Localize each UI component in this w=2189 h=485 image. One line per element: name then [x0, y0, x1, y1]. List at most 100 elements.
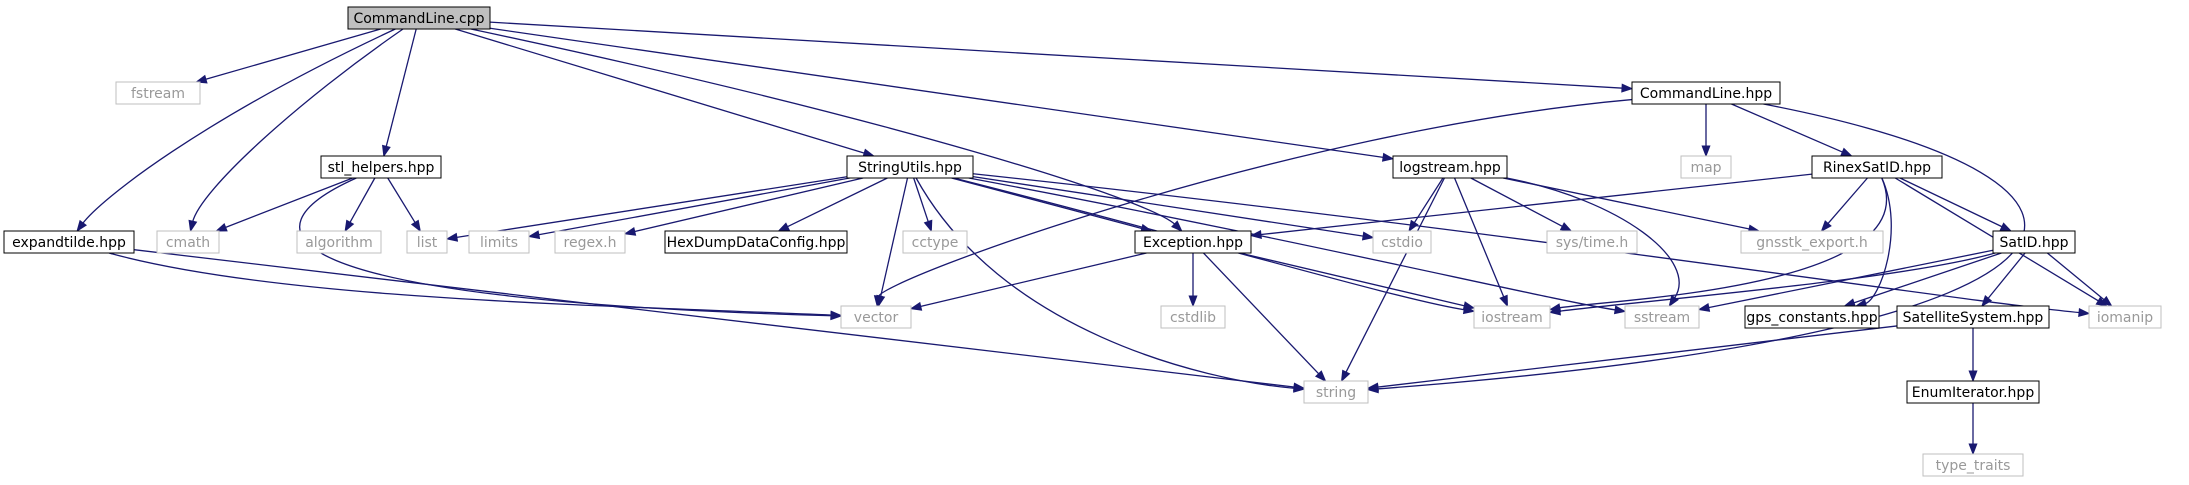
edge-stringutils-hpp-to-string [915, 177, 1306, 393]
edge-line [972, 175, 1365, 237]
edge-stringutils-hpp-to-cctype [913, 177, 933, 233]
node-logstream-hpp[interactable]: logstream.hpp [1392, 155, 1508, 179]
node-label: Exception.hpp [1143, 235, 1243, 251]
node-stl-helpers-hpp[interactable]: stl_helpers.hpp [320, 155, 442, 179]
node-label: EnumIterator.hpp [1912, 385, 2035, 401]
node-exception-hpp[interactable]: Exception.hpp [1134, 230, 1252, 254]
node-satid-hpp[interactable]: SatID.hpp [1992, 230, 2076, 254]
node-label: stl_helpers.hpp [328, 160, 435, 176]
edge-satellitesystem-hpp-to-enumiterator-hpp [1968, 328, 1978, 383]
arrowhead [527, 230, 541, 240]
node-iomanip: iomanip [2088, 305, 2162, 329]
node-label: StringUtils.hpp [858, 160, 962, 176]
edge-stringutils-hpp-to-iomanip [972, 173, 2091, 317]
node-sstream: sstream [1624, 305, 1700, 329]
node-box [347, 6, 491, 30]
node-label: sstream [1634, 310, 1690, 326]
edge-line [951, 177, 1143, 230]
node-label: cstdlib [1170, 310, 1216, 326]
arrowhead [1340, 369, 1351, 383]
arrowhead [923, 219, 933, 233]
node-label: algorithm [305, 235, 373, 251]
edge-line [919, 252, 1147, 308]
node-box [406, 230, 448, 254]
node-box [1624, 305, 1700, 329]
node-rinexsatid-hpp[interactable]: RinexSatID.hpp [1811, 155, 1943, 179]
edge-logstream-hpp-to-sys-time-h [1470, 177, 1573, 232]
arrowhead [214, 222, 228, 232]
edge-line [348, 177, 376, 224]
node-algorithm: algorithm [296, 230, 382, 254]
edge-commandline-cpp-to-fstream [194, 28, 381, 84]
arrowhead [1701, 145, 1711, 158]
node-box [115, 81, 201, 105]
arrowhead [1820, 220, 1832, 233]
node-label: iomanip [2097, 310, 2153, 326]
edge-line [1453, 177, 1505, 298]
edge-line [913, 177, 930, 223]
edge-line [1413, 177, 1444, 224]
edge-stringutils-hpp-to-iostream [953, 177, 1476, 315]
arrowhead [1697, 303, 1711, 312]
node-box [1303, 380, 1369, 404]
edge-line [1987, 252, 2026, 300]
node-label: HexDumpDataConfig.hpp [667, 235, 846, 251]
node-string: string [1303, 380, 1369, 404]
arrowhead [1621, 83, 1634, 93]
arrowhead [1499, 294, 1508, 308]
edge-commandline-hpp-to-map [1701, 104, 1711, 158]
node-stringutils-hpp[interactable]: StringUtils.hpp [846, 155, 974, 179]
node-expandtilde-hpp[interactable]: expandtilde.hpp [3, 230, 135, 254]
node-gps-constants-hpp[interactable]: gps_constants.hpp [1744, 305, 1880, 329]
edge-line [1731, 103, 1844, 154]
node-box [2088, 305, 2162, 329]
node-box [1811, 155, 1943, 179]
edge-logstream-hpp-to-cstdio [1408, 177, 1444, 233]
node-commandline-hpp[interactable]: CommandLine.hpp [1631, 81, 1781, 105]
edge-stringutils-hpp-to-regex-h [623, 177, 864, 236]
node-box [1744, 305, 1880, 329]
edge-line [633, 177, 864, 233]
node-label: RinexSatID.hpp [1823, 160, 1931, 176]
edge-line [879, 177, 909, 298]
node-cctype: cctype [902, 230, 968, 254]
node-label: gnsstk_export.h [1756, 235, 1868, 251]
edge-commandline-cpp-to-cmath [188, 28, 404, 233]
edge-stl-helpers-hpp-to-algorithm [344, 177, 376, 233]
node-satellitesystem-hpp[interactable]: SatelliteSystem.hpp [1896, 305, 2050, 329]
node-hexdumpdataconfig-hpp[interactable]: HexDumpDataConfig.hpp [664, 230, 848, 254]
edge-expandtilde-hpp-to-vector [108, 252, 843, 320]
node-label: list [417, 235, 438, 251]
node-box [1740, 230, 1884, 254]
node-enumiterator-hpp[interactable]: EnumIterator.hpp [1906, 380, 2040, 404]
edge-line [1707, 249, 1994, 309]
edge-line [2046, 252, 2106, 301]
edge-line [1852, 252, 2002, 304]
edge-stl-helpers-hpp-to-list [387, 177, 421, 233]
arrowhead [830, 311, 843, 321]
arrowhead [623, 226, 637, 236]
node-box [156, 230, 220, 254]
node-box [320, 155, 442, 179]
edge-satid-hpp-to-sstream [1697, 249, 1994, 312]
node-label: logstream.hpp [1399, 160, 1501, 176]
node-map: map [1680, 155, 1732, 179]
node-box [3, 230, 135, 254]
edge-line [1376, 103, 2026, 390]
node-label: cstdio [1381, 235, 1423, 251]
node-box [296, 230, 382, 254]
arrowhead [1559, 222, 1573, 232]
node-box [1134, 230, 1252, 254]
arrowhead [382, 144, 391, 158]
edge-line [1376, 325, 1898, 388]
arrowhead [1668, 294, 1679, 308]
arrowhead [777, 222, 791, 232]
edge-line [387, 177, 417, 224]
node-label: expandtilde.hpp [12, 235, 126, 251]
edge-line [1864, 177, 1892, 305]
arrowhead [1968, 443, 1978, 456]
edge-line [786, 177, 888, 228]
arrowhead [2078, 307, 2091, 317]
node-label: vector [854, 310, 899, 326]
